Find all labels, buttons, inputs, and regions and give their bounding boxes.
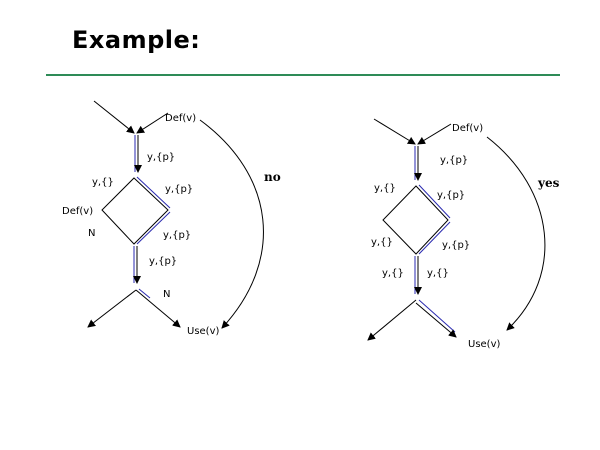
left-entry-double-edge bbox=[134, 135, 142, 173]
right-entry-edge-label: y,{p} bbox=[440, 155, 468, 166]
right-def-use-curve bbox=[486, 136, 546, 331]
right-right-lower-label: y,{p} bbox=[442, 240, 470, 251]
left-out-highlight bbox=[138, 288, 151, 299]
left-in-edge-1 bbox=[93, 100, 135, 134]
right-out-highlight bbox=[418, 299, 456, 333]
right-left-lower-label: y,{} bbox=[371, 237, 393, 248]
right-def-label: Def(v) bbox=[452, 123, 483, 134]
left-diagram: Def(v) y,{p} y,{} y,{p} Def(v) N y,{p} y… bbox=[62, 100, 281, 337]
right-decision-diamond bbox=[382, 185, 449, 255]
right-exit-double-edge bbox=[414, 256, 422, 295]
left-out-edge-right bbox=[135, 289, 181, 328]
right-annotation: yes bbox=[537, 176, 560, 190]
left-exit-double-edge bbox=[133, 246, 141, 284]
right-in-edge-2 bbox=[417, 123, 452, 145]
right-diamond-highlight-upper bbox=[418, 184, 451, 219]
left-side-label: y,{} bbox=[92, 177, 114, 188]
left-n-bottom-label: N bbox=[163, 289, 170, 300]
left-decision-diamond bbox=[101, 177, 169, 245]
right-entry-double-edge bbox=[414, 146, 422, 181]
right-right-upper-label: y,{p} bbox=[437, 190, 465, 201]
left-def-label: Def(v) bbox=[165, 113, 196, 124]
right-side-label: y,{} bbox=[374, 183, 396, 194]
right-diagram: Def(v) y,{p} y,{} y,{p} y,{} y,{p} y,{} … bbox=[367, 118, 560, 350]
left-use-label: Use(v) bbox=[187, 326, 220, 337]
right-out-edge-right bbox=[415, 302, 457, 338]
left-right-lower-label: y,{p} bbox=[163, 230, 191, 241]
right-exit-left-label: y,{} bbox=[382, 268, 404, 279]
title-divider bbox=[46, 74, 560, 76]
left-def-side-label: Def(v) bbox=[62, 206, 93, 217]
left-annotation: no bbox=[264, 170, 281, 184]
left-diamond-highlight-upper bbox=[136, 176, 171, 209]
right-exit-right-label: y,{} bbox=[427, 268, 449, 279]
left-out-edge-left bbox=[87, 289, 137, 328]
right-out-edge-left bbox=[367, 299, 417, 341]
left-diamond-highlight-lower bbox=[136, 211, 171, 245]
left-n-label: N bbox=[88, 228, 95, 239]
left-in-edge-2 bbox=[136, 112, 169, 134]
left-right-upper-label: y,{p} bbox=[165, 184, 193, 195]
right-use-label: Use(v) bbox=[468, 339, 501, 350]
left-exit-edge-label: y,{p} bbox=[149, 256, 177, 267]
left-entry-edge-label: y,{p} bbox=[147, 152, 175, 163]
right-in-edge-1 bbox=[373, 118, 416, 145]
right-diamond-highlight-lower bbox=[418, 221, 451, 255]
slide-title: Example: bbox=[72, 26, 201, 54]
left-def-use-curve bbox=[199, 119, 264, 329]
